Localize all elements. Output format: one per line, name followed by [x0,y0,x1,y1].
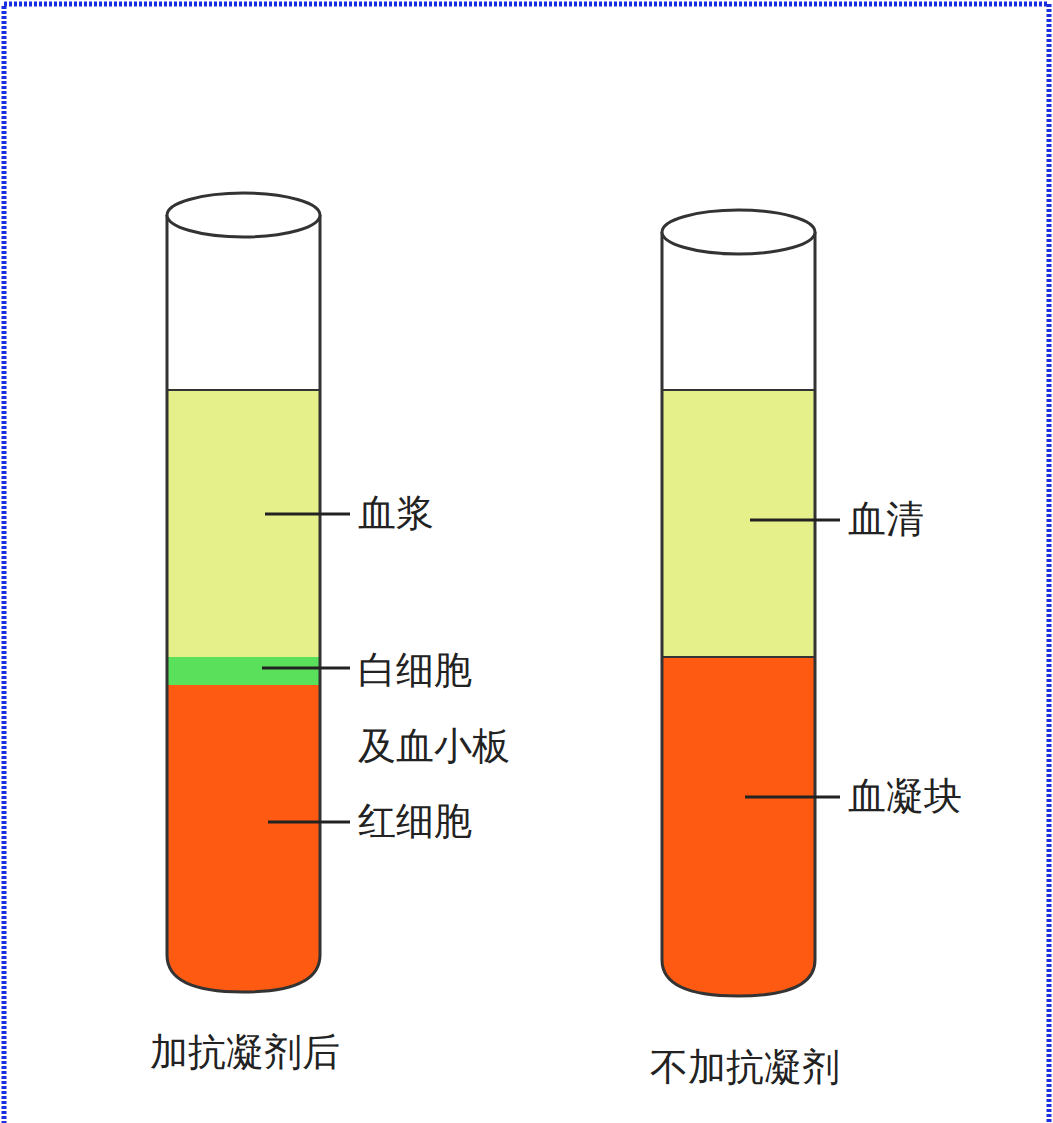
tube-outline [167,215,320,992]
clot-layer [662,657,815,996]
leader-line [262,667,350,670]
tube-mouth [662,210,815,254]
layer-boundary [167,389,320,391]
part-label: 血清 [848,497,924,543]
layer-boundary [662,389,815,391]
tube-mouth [167,193,320,237]
part-label: 血凝块 [848,774,962,820]
part-label: 血浆 [358,491,434,537]
buffy-coat-layer [167,657,320,685]
leader-line [265,513,350,516]
leader-line [750,519,840,522]
part-label: 红细胞 [358,799,472,845]
leader-line [268,821,350,824]
layer-boundary [662,656,815,658]
caption-label: 加抗凝剂后 [150,1030,340,1076]
serum-layer [662,390,815,657]
red-cell-layer [167,685,320,992]
caption-label: 不加抗凝剂 [650,1045,840,1091]
tube-with-anticoagulant [167,193,350,992]
tube-without-anticoagulant [662,210,840,996]
plasma-layer [167,390,320,657]
part-label: 白细胞 及血小板 [358,632,518,784]
tube-outline [662,232,815,996]
leader-line [745,796,840,799]
page-frame [4,4,1049,1123]
